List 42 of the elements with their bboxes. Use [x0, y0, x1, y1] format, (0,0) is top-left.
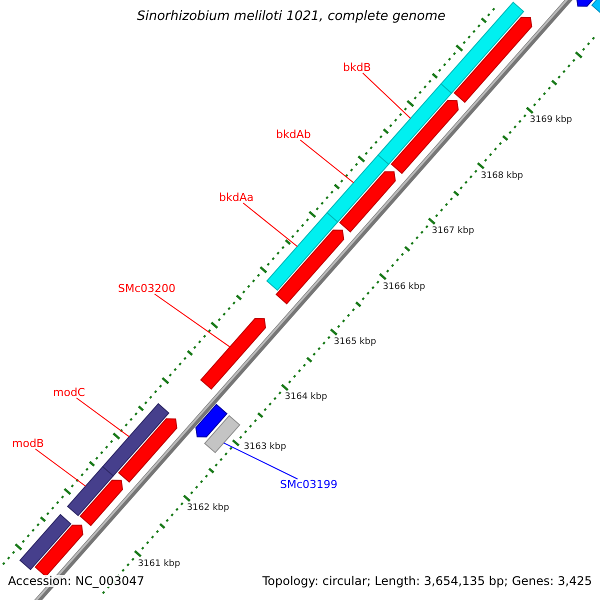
gene-feature [102, 403, 170, 477]
leader-line [300, 140, 354, 184]
leader-line [223, 442, 298, 480]
position-label: 3166 kbp [382, 282, 426, 292]
diagram-title: Sinorhizobium meliloti 1021, complete genome [137, 10, 446, 23]
gene-label: modB [12, 438, 44, 449]
gene-feature [34, 524, 84, 578]
gene-feature [339, 171, 396, 233]
position-label: 3162 kbp [186, 504, 230, 514]
position-label: 3163 kbp [244, 442, 286, 452]
gene-label: bkdB [343, 62, 371, 73]
leader-line [76, 398, 130, 438]
position-label: 3164 kbp [284, 393, 328, 402]
gene-label: bkdAb [276, 129, 311, 140]
genome-summary-text: Topology: circular; Length: 3,654,135 bp; Genes: 3,425 [262, 575, 592, 587]
leader-line [362, 72, 412, 119]
position-label: 3167 kbp [432, 227, 474, 236]
position-label: 3168 kbp [480, 172, 524, 181]
gene-feature [204, 415, 240, 454]
gene-feature [19, 514, 72, 570]
gene-feature [200, 318, 266, 390]
gene-feature [454, 16, 532, 103]
gene-feature [276, 230, 344, 304]
gene-feature [118, 418, 178, 483]
gene-label: SMc03199 [280, 479, 338, 490]
gene-feature [80, 480, 124, 526]
leader-line [154, 294, 230, 348]
position-label: 3161 kbp [138, 560, 180, 569]
gene-label: bkdAa [219, 192, 254, 203]
gene-feature [266, 212, 338, 291]
gene-feature [377, 83, 452, 165]
gene-feature [390, 100, 459, 174]
gene-feature [326, 154, 390, 223]
accession-text: Accession: NC_003047 [8, 575, 144, 587]
gene-label: SMc03200 [118, 283, 176, 294]
gene-feature [195, 404, 228, 438]
gene-label: modC [53, 387, 86, 398]
position-label: 3169 kbp [530, 116, 572, 126]
gene-feature [591, 0, 600, 16]
position-label: 3165 kbp [334, 338, 376, 348]
gene-feature [66, 466, 114, 516]
leader-line [34, 448, 86, 487]
